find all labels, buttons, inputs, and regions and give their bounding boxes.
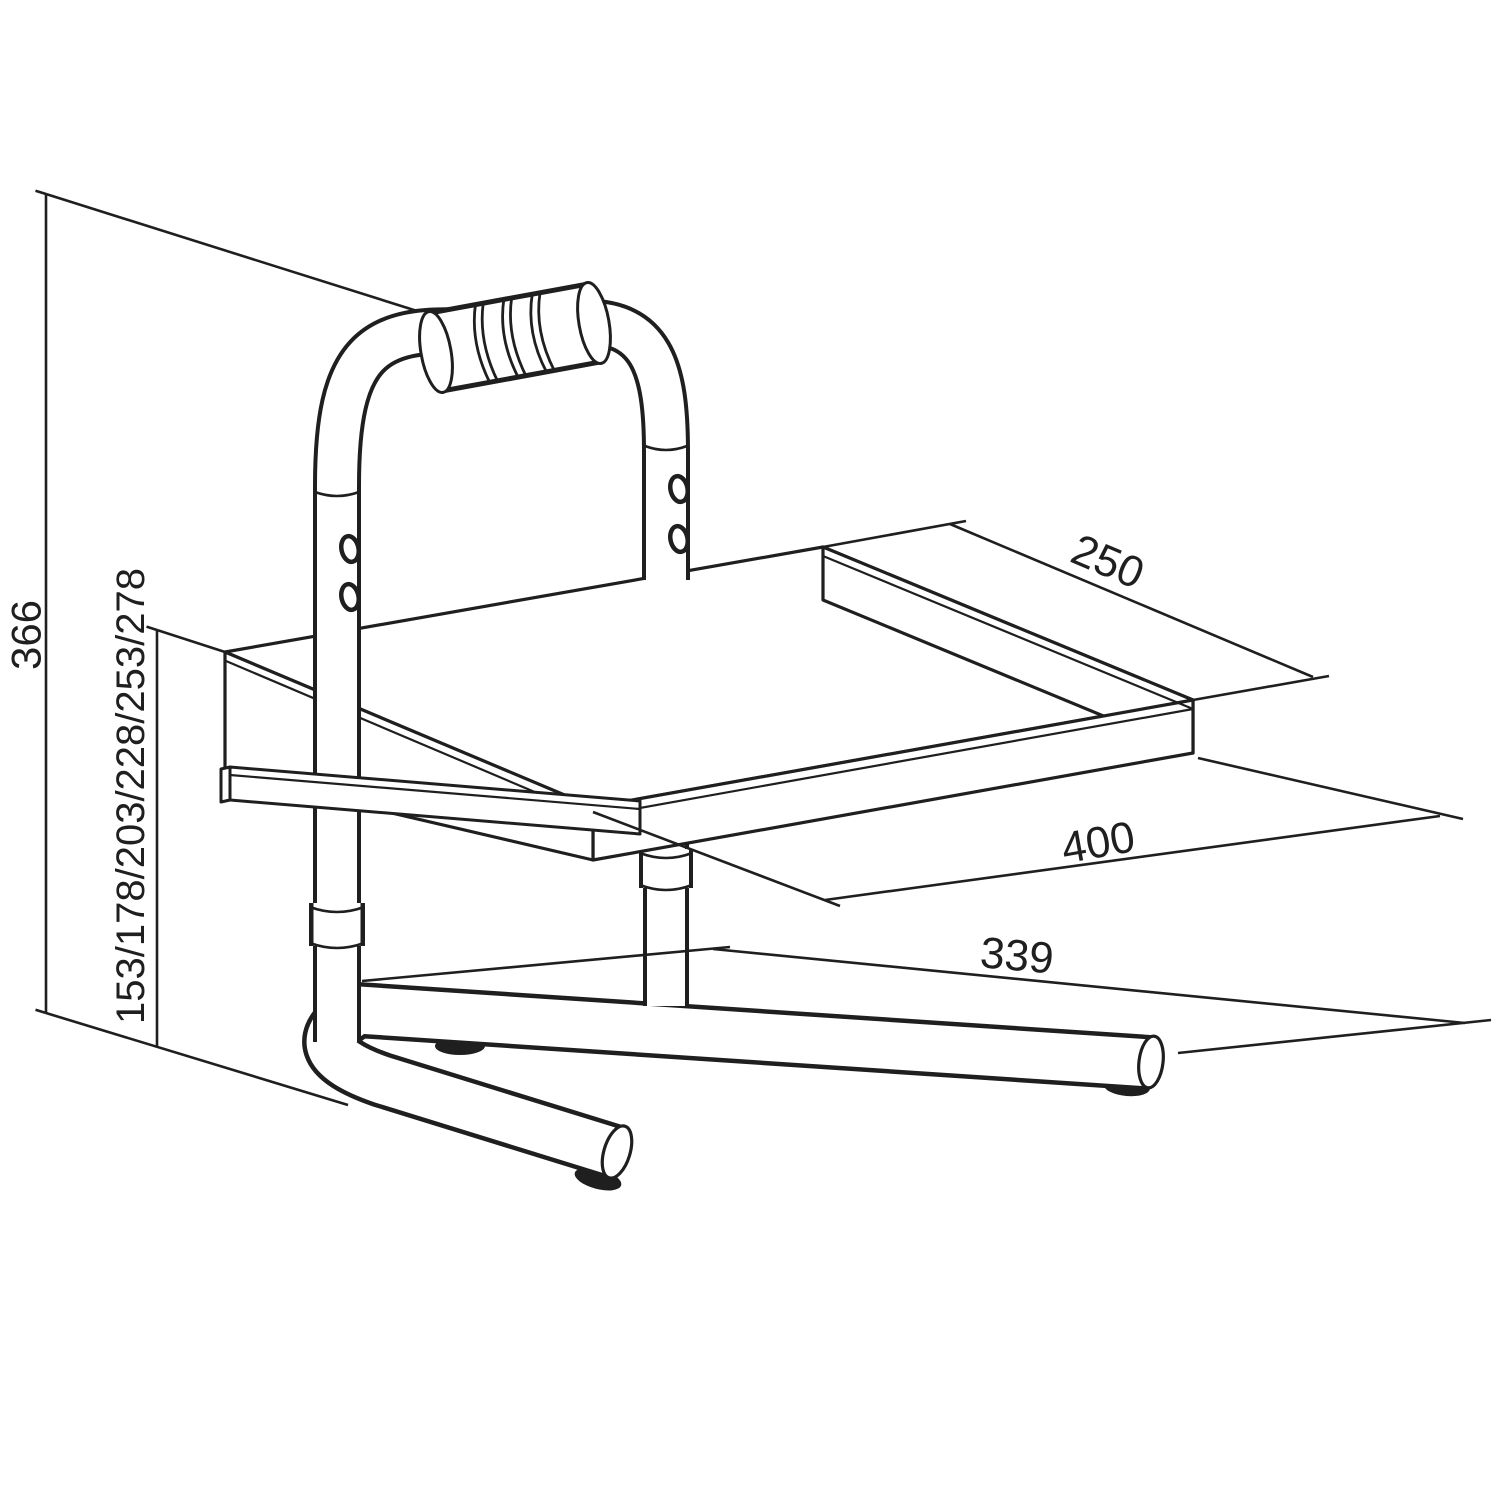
right-tube-joint-line	[644, 444, 688, 452]
dim-250-extension-rear	[822, 519, 967, 549]
dim-366-top-tick	[35, 189, 47, 196]
base-tube	[302, 982, 1152, 1180]
label-base-length: 339	[978, 928, 1055, 983]
label-platform-width: 400	[1058, 812, 1139, 873]
dim-line-339	[712, 947, 1466, 1025]
dim-line-400	[824, 814, 1441, 902]
dimension-height-settings	[146, 625, 226, 1046]
label-platform-depth: 250	[1064, 525, 1151, 599]
support-rail-inner-edge	[229, 773, 641, 811]
dim-heights-top-extension	[156, 628, 226, 654]
dim-heights-top-tick	[146, 625, 158, 632]
grip-end-left	[418, 310, 454, 394]
grip-ring-grooves	[472, 291, 556, 384]
grip-end-right	[576, 281, 612, 365]
dim-250-extension-right	[1192, 674, 1330, 702]
dim-366-bottom-tick	[35, 1008, 47, 1015]
hole-right-lower	[668, 523, 690, 555]
label-overall-height: 366	[3, 600, 50, 670]
rear-collar-top-edge	[639, 851, 693, 860]
dim-400-extension-left	[592, 810, 841, 908]
adjustment-holes	[339, 473, 690, 613]
dim-366-floor-extension	[45, 1011, 349, 1107]
label-height-settings: 153/178/203/228/253/278	[109, 568, 153, 1024]
dim-line-250	[949, 522, 1314, 679]
hole-left-upper	[339, 533, 361, 565]
platform-edge-highlight	[594, 554, 1195, 818]
support-rail-end-face	[219, 765, 232, 804]
side-bracket-inner-edge	[225, 659, 590, 817]
tube-end-cap-right	[1137, 1034, 1165, 1090]
dimension-platform-width	[592, 756, 1464, 908]
dim-339-extension-right	[1177, 1018, 1492, 1055]
tube-end-cap-front	[600, 1124, 634, 1180]
grip-sleeve	[418, 281, 612, 394]
hole-right-upper	[668, 473, 690, 505]
front-leg-collar	[309, 903, 365, 950]
front-collar-bottom-edge	[309, 941, 365, 950]
dim-339-extension-left	[361, 945, 731, 983]
rear-collar-bottom-edge	[639, 883, 693, 892]
left-tube-joint-line	[314, 490, 360, 498]
platform	[223, 545, 1195, 862]
hole-left-lower	[339, 581, 361, 613]
dimension-base-length	[361, 945, 1492, 1055]
dim-400-extension-right	[1197, 756, 1464, 821]
dimension-platform-depth	[822, 519, 1330, 702]
dim-366-top-extension	[45, 192, 469, 329]
dimension-overall-height	[35, 189, 469, 1107]
front-collar-top-edge	[309, 905, 365, 914]
support-rail	[219, 765, 642, 836]
